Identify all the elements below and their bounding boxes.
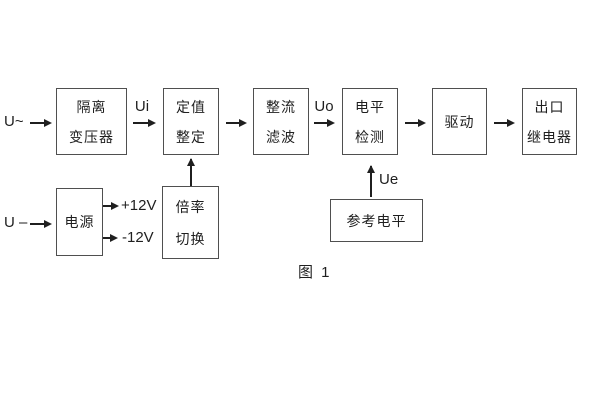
arrow-dc-input xyxy=(30,220,52,227)
block-label-line: 定值 xyxy=(176,98,206,115)
arrow-isolation-to-setting xyxy=(133,119,156,126)
block-label-line: 整定 xyxy=(176,128,206,145)
block-label-line: 参考电平 xyxy=(346,212,407,229)
block-label-line: 切换 xyxy=(175,230,206,247)
power-label-pos12v: +12V xyxy=(121,197,157,214)
block-reference-level: 参考电平 xyxy=(330,199,423,242)
block-label-line: 滤波 xyxy=(266,128,296,145)
arrow-ac-input xyxy=(30,119,52,126)
block-label-line: 检测 xyxy=(355,128,385,145)
power-label-neg12v: -12V xyxy=(122,229,154,246)
block-label-line: 电源 xyxy=(64,214,95,230)
block-output-relay: 出口 继电器 xyxy=(522,88,577,155)
arrow-level-to-drive xyxy=(405,119,426,126)
block-level-detection: 电平 检测 xyxy=(342,88,398,155)
block-label-line: 出口 xyxy=(534,98,565,115)
arrow-pos12v xyxy=(103,202,119,209)
block-isolation-transformer: 隔离 变压器 xyxy=(56,88,127,155)
input-label-dc: U – xyxy=(4,214,28,231)
block-rectifier-filter: 整流 滤波 xyxy=(253,88,309,155)
block-drive: 驱动 xyxy=(432,88,487,155)
block-power-supply: 电源 xyxy=(56,188,103,256)
block-label-line: 电平 xyxy=(355,98,385,115)
block-value-setting: 定值 整定 xyxy=(163,88,219,155)
arrow-reference-to-level xyxy=(367,165,374,197)
block-label-line: 隔离 xyxy=(76,98,107,115)
arrow-drive-to-relay xyxy=(494,119,515,126)
block-label-line: 整流 xyxy=(266,98,296,115)
arrow-rectifier-to-level xyxy=(314,119,335,126)
signal-label-ue: Ue xyxy=(379,171,399,188)
block-label-line: 倍率 xyxy=(175,198,206,215)
block-label-line: 继电器 xyxy=(527,128,572,145)
block-label-line: 驱动 xyxy=(444,113,475,130)
arrow-setting-to-rectifier xyxy=(226,119,247,126)
signal-label-ui: Ui xyxy=(134,98,150,115)
figure-caption: 图 1 xyxy=(298,264,332,281)
arrow-ratio-to-setting xyxy=(187,158,194,186)
block-ratio-switch: 倍率 切换 xyxy=(162,186,219,259)
input-label-ac: U~ xyxy=(4,113,24,130)
signal-label-uo: Uo xyxy=(314,98,334,115)
arrow-neg12v xyxy=(103,234,118,241)
block-label-line: 变压器 xyxy=(69,128,114,145)
